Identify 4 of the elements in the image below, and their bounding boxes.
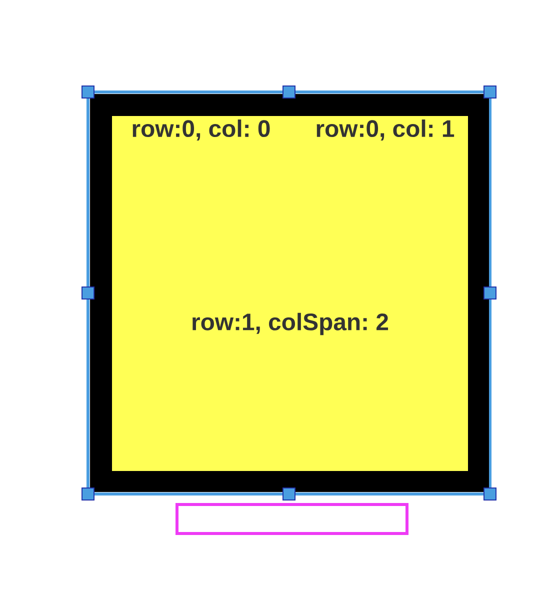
cell-text: row:0, col: 0 — [132, 120, 270, 141]
empty-rectangle — [176, 503, 408, 535]
cell-text: row:0, col: 1 — [316, 120, 454, 141]
cell-text: row:1, colSpan: 2 — [192, 312, 388, 336]
